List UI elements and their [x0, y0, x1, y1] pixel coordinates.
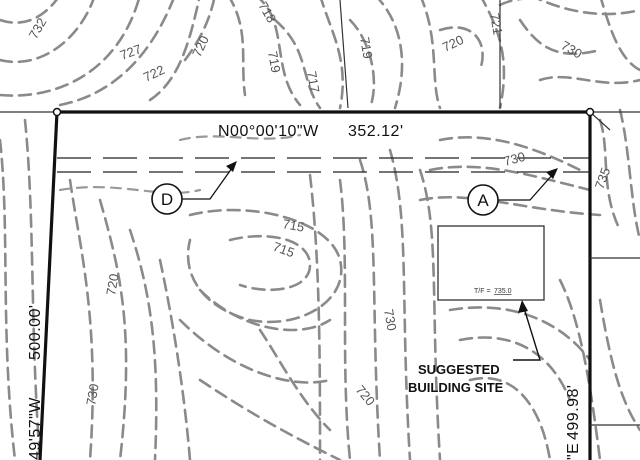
corner-tick [589, 111, 611, 131]
contour-label: 720 [440, 32, 466, 55]
contour-label: 720 [103, 273, 122, 297]
top-of-foundation-label: T/F = [474, 288, 491, 295]
contour-label: 730 [502, 149, 527, 169]
callout-a-letter: A [477, 191, 489, 210]
west-distance-label: 500.00' [27, 305, 44, 361]
corner-monument-ne [585, 107, 595, 117]
north-distance-label: 352.12' [348, 123, 404, 140]
building-site-line1: SUGGESTED [418, 362, 500, 377]
west-bearing-label: 49'57"W [27, 397, 44, 460]
neighbor-line-mid [339, 0, 349, 109]
west-boundary-line [38, 111, 59, 460]
contour-label: 722 [141, 62, 167, 85]
callout-d-letter: D [161, 190, 173, 209]
corner-monument-nw [52, 107, 62, 117]
callout-d: D [151, 161, 237, 215]
easement-lines [57, 157, 590, 173]
east-distance-label: 499.98' [565, 385, 582, 441]
east-bearing-label: "E [565, 443, 582, 460]
north-bearing-label: N00°00'10"W [218, 123, 319, 140]
contour-label: 719 [357, 36, 376, 60]
contour-label: 730 [83, 383, 102, 407]
building-site-arrowhead [518, 300, 528, 313]
contour-label: 721 [487, 12, 506, 36]
contour-label: 719 [265, 50, 284, 74]
contour-label: 715 [281, 216, 305, 235]
top-of-foundation-value: 735.0 [494, 288, 512, 295]
building-site-leader [513, 307, 541, 361]
contour-label: 727 [118, 41, 144, 63]
contour-label: 715 [271, 239, 297, 261]
contour-label: 720 [189, 33, 212, 59]
contour-label: 720 [353, 382, 378, 408]
contour-label: 730 [559, 38, 585, 62]
contour-label: 717 [304, 70, 323, 94]
contour-label: 735 [592, 166, 614, 192]
contour-label: 730 [381, 308, 400, 332]
callout-a: A [467, 168, 558, 216]
suggested-building-footprint [437, 225, 545, 301]
building-site-line2: BUILDING SITE [408, 380, 504, 395]
contour-label: 732 [26, 15, 50, 41]
